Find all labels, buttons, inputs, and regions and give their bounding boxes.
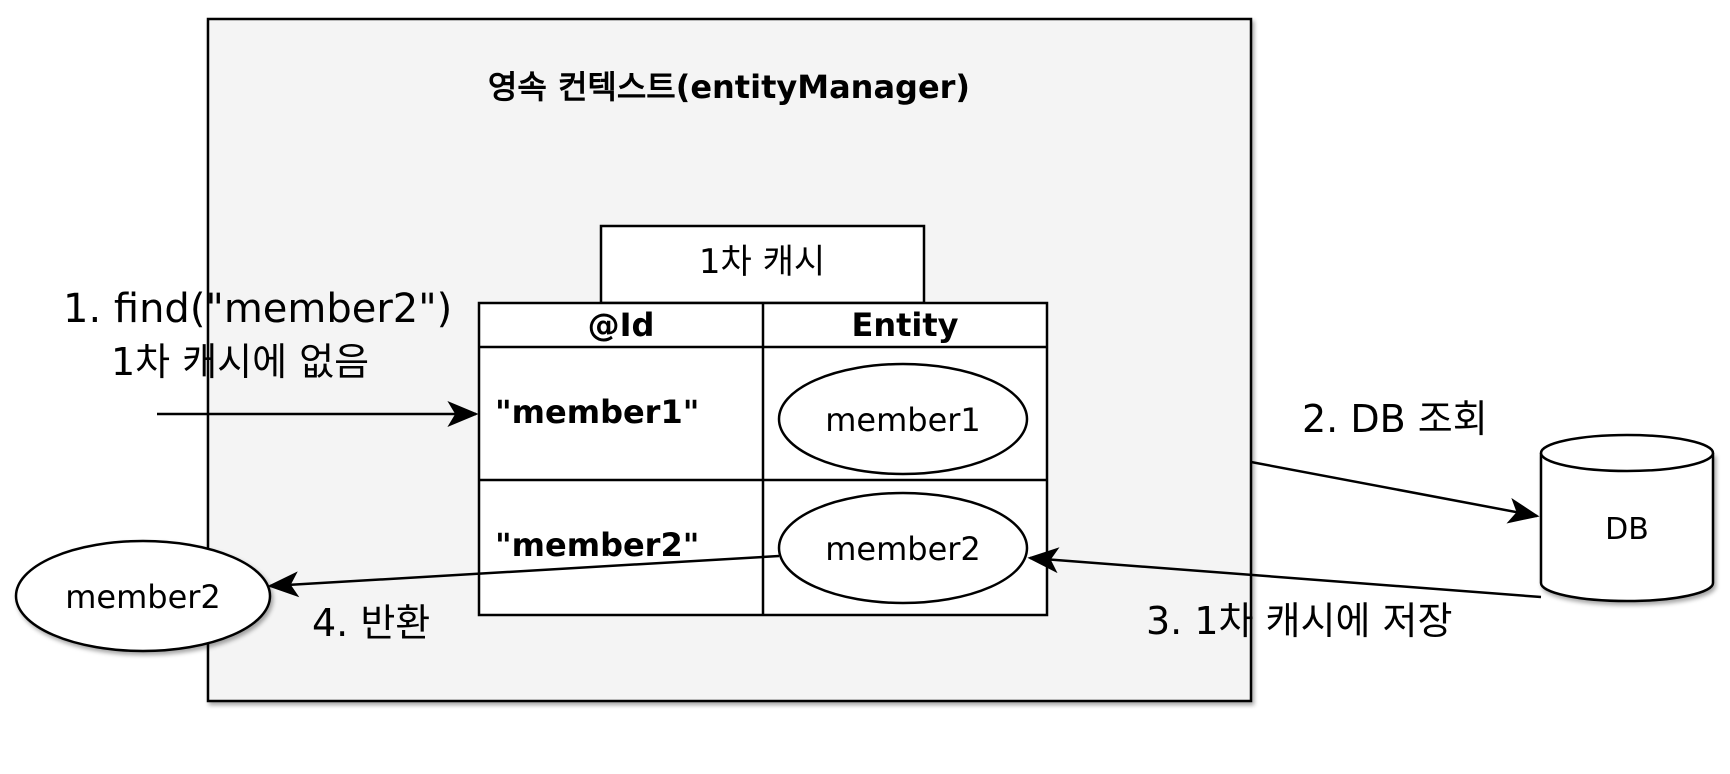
table-header-entity: Entity <box>851 306 958 344</box>
db-label: DB <box>1605 512 1649 547</box>
cache-label-box <box>599 224 926 305</box>
table-row: "member1" member1 <box>495 362 1029 476</box>
step2-db-lookup-text: 2. DB 조회 <box>1302 397 1488 441</box>
cache-label: 1차 캐시 <box>699 242 825 282</box>
table-row: "member2" member2 <box>495 491 1029 605</box>
step2-arrow <box>1250 460 1540 524</box>
entity-label-member1: member1 <box>825 401 981 439</box>
returned-entity-ellipse <box>14 539 272 653</box>
cache-table: @Id Entity "member1" member1 "member2" m… <box>477 301 1049 617</box>
returned-entity-label: member2 <box>65 578 221 616</box>
database-cylinder-icon: DB <box>1539 433 1715 603</box>
returned-entity: member2 <box>14 539 272 653</box>
row-id-member2: "member2" <box>495 526 699 564</box>
step1-find-text: 1. find("member2") <box>63 286 452 332</box>
row-id-member1: "member1" <box>495 393 699 431</box>
entity-label-member2: member2 <box>825 530 981 568</box>
step3-arrow <box>1027 547 1542 599</box>
step3-store-text: 3. 1차 캐시에 저장 <box>1146 599 1452 643</box>
entity-ellipse-member1 <box>777 362 1029 476</box>
persistence-context-title: 영속 컨텍스트(entityManager) <box>488 68 970 106</box>
table-header-id: @Id <box>588 306 655 344</box>
entity-ellipse-member2 <box>777 491 1029 605</box>
step1-cache-miss-text: 1차 캐시에 없음 <box>111 340 369 384</box>
step4-arrow <box>267 554 780 598</box>
step4-return-text: 4. 반환 <box>312 601 430 645</box>
